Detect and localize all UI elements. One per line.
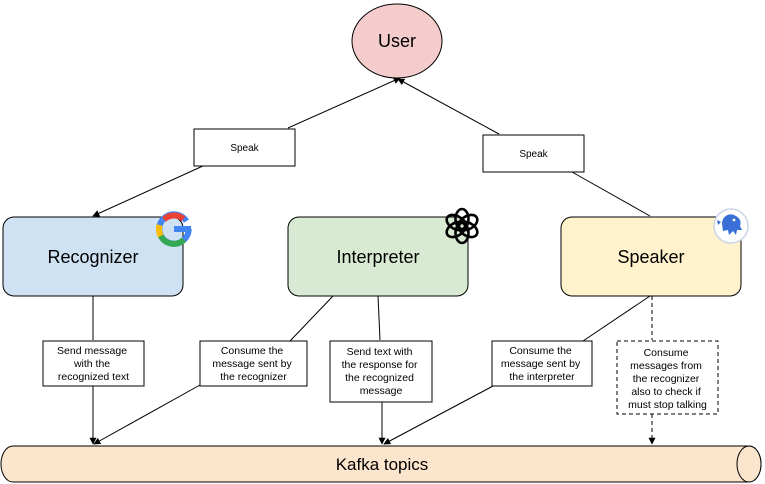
interpreter-send-line-1: Send text with xyxy=(347,346,413,358)
kafka-topics-label: Kafka topics xyxy=(336,455,429,474)
edge-interpreter-consume-1 xyxy=(289,295,334,342)
edge-speaker-to-user-2 xyxy=(397,78,500,135)
speaker-check-line-5: must stop talking xyxy=(628,399,707,411)
edge-speaker-to-user-1 xyxy=(571,171,651,217)
speaker-node: Speaker xyxy=(560,216,742,297)
recognizer-send-line-3: recognized text xyxy=(58,371,129,383)
svg-text:Send text with the resp: Send text with the response for the reco… xyxy=(342,346,421,397)
speaker-consume-line-3: the interpreter xyxy=(509,371,575,383)
speaker-consume-line-2: message sent by xyxy=(501,358,581,370)
speak-label-left-text: Speak xyxy=(230,143,259,154)
speaker-check-label: Consume messages from the recognizer als… xyxy=(616,340,719,415)
svg-text:Consume the message sent: Consume the message sent by the recogniz… xyxy=(212,345,294,383)
svg-text:Consume messages from: Consume messages from the recognizer als… xyxy=(628,347,707,411)
speak-label-left: Speak xyxy=(193,128,296,167)
speaker-node-label: Speaker xyxy=(617,247,684,267)
recognizer-send-label: Send message with the recognized text xyxy=(42,340,145,387)
svg-text:Send message with the: Send message with the recognized text xyxy=(57,345,130,383)
recognizer-node-label: Recognizer xyxy=(47,247,138,267)
speaker-check-line-1: Consume xyxy=(644,347,689,359)
edge-recognizer-to-user-2 xyxy=(287,77,401,129)
kafka-topics-cylinder: Kafka topics xyxy=(0,445,762,483)
speak-label-right-text: Speak xyxy=(519,149,548,160)
edge-interpreter-send-1 xyxy=(377,295,381,341)
interpreter-send-label: Send text with the response for the reco… xyxy=(329,340,433,403)
edge-interpreter-consume-2 xyxy=(93,384,201,445)
interpreter-send-line-4: message xyxy=(360,385,403,397)
user-node-shape xyxy=(351,3,443,79)
edge-speaker-consume-2 xyxy=(383,385,494,445)
recognizer-node-shape xyxy=(2,216,184,297)
interpreter-node: Interpreter xyxy=(287,216,469,297)
kafka-cylinder-cap xyxy=(736,445,762,483)
edge-recognizer-to-user-1 xyxy=(92,164,206,217)
speaker-check-line-2: messages from xyxy=(630,360,702,372)
speak-label-right: Speak xyxy=(482,134,585,173)
interpreter-consume-label: Consume the message sent by the recogniz… xyxy=(199,340,308,387)
interpreter-send-line-3: the recognized xyxy=(345,372,414,384)
svg-text:Consume the message sent: Consume the message sent by the interpre… xyxy=(501,345,583,383)
user-node-label: User xyxy=(378,31,416,51)
edge-speaker-consume-1 xyxy=(582,295,651,342)
speaker-mascot-icon xyxy=(713,208,749,244)
speaker-node-shape xyxy=(560,216,742,297)
interpreter-send-line-2: the response for xyxy=(342,359,418,371)
recognizer-node: Recognizer xyxy=(2,216,184,297)
speaker-consume-label: Consume the message sent by the interpre… xyxy=(491,340,593,387)
interpreter-node-label: Interpreter xyxy=(336,247,419,267)
openai-logo-icon xyxy=(445,207,479,245)
speaker-consume-line-1: Consume the xyxy=(509,345,572,357)
interpreter-consume-line-2: message sent by xyxy=(212,358,292,370)
speaker-check-line-3: the recognizer xyxy=(633,373,700,385)
recognizer-send-line-1: Send message xyxy=(57,345,127,357)
speaker-check-line-4: also to check if xyxy=(631,386,701,398)
google-logo-icon xyxy=(156,211,192,247)
recognizer-send-line-2: with the xyxy=(73,358,110,370)
interpreter-consume-line-1: Consume the xyxy=(221,345,284,357)
user-node: User xyxy=(351,3,443,79)
interpreter-node-shape xyxy=(287,216,469,297)
interpreter-consume-line-3: the recognizer xyxy=(220,371,287,383)
